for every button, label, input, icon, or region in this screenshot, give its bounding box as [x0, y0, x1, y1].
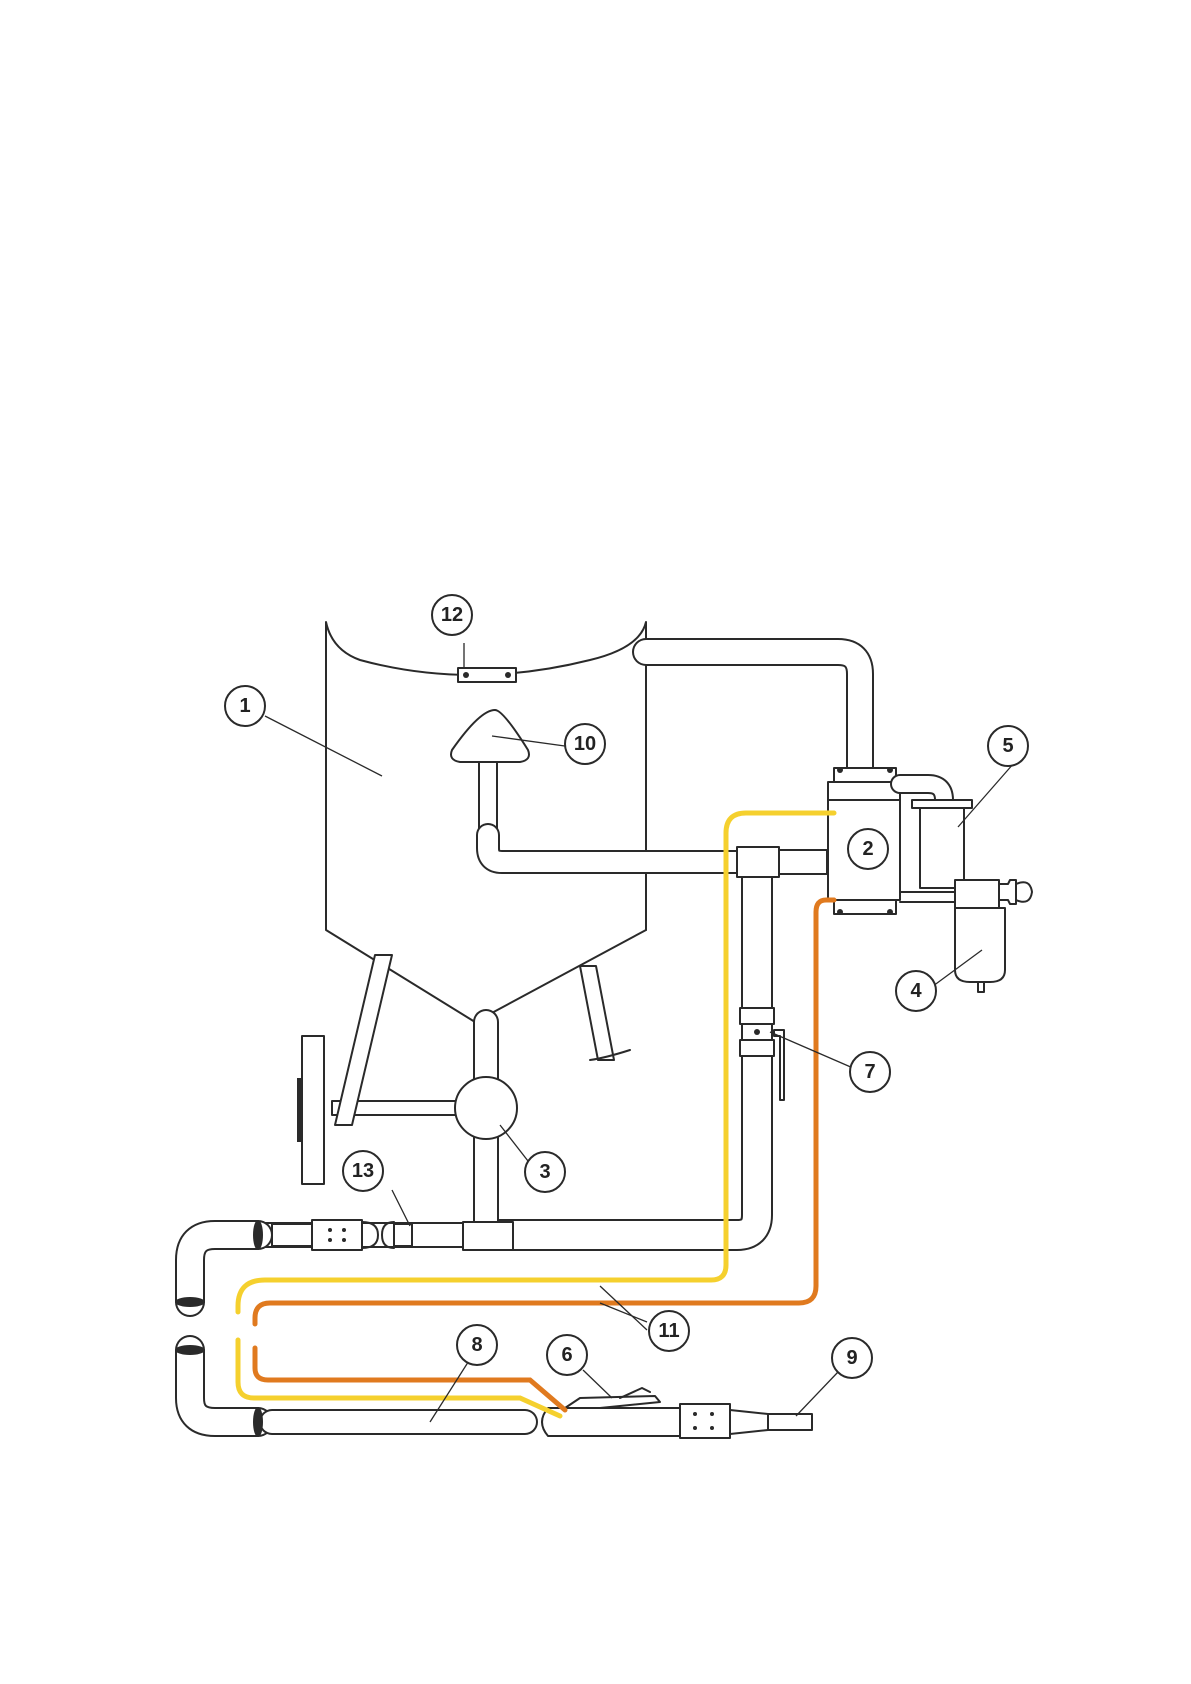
svg-text:3: 3: [539, 1161, 550, 1183]
svg-text:7: 7: [864, 1061, 875, 1083]
callout-11: 11: [649, 1311, 689, 1351]
svg-text:4: 4: [910, 980, 922, 1002]
callout-7: 7: [850, 1052, 890, 1092]
svg-text:13: 13: [352, 1160, 374, 1182]
svg-text:9: 9: [846, 1347, 857, 1369]
svg-text:11: 11: [658, 1320, 679, 1342]
callout-13: 13: [343, 1151, 383, 1191]
svg-text:12: 12: [441, 604, 463, 626]
air-supply-pipe: [646, 652, 860, 775]
wheel: [297, 1036, 324, 1184]
deadman-valve: [542, 1388, 680, 1436]
svg-text:6: 6: [561, 1344, 572, 1366]
callout-5: 5: [988, 726, 1028, 766]
callout-1: 1: [225, 686, 265, 726]
svg-text:5: 5: [1002, 735, 1013, 757]
blast-nozzle: [680, 1404, 812, 1438]
callout-12: 12: [432, 595, 472, 635]
svg-text:2: 2: [862, 838, 873, 860]
metering-valve: [455, 1077, 517, 1139]
mixing-tee: [463, 1222, 513, 1250]
air-filter-regulator: [955, 880, 1032, 992]
inspection-hatch: [458, 668, 516, 682]
svg-text:8: 8: [471, 1334, 482, 1356]
svg-text:10: 10: [574, 733, 596, 755]
callout-6: 6: [547, 1335, 587, 1375]
callout-4: 4: [896, 971, 936, 1011]
pipe-tee-upper: [737, 847, 779, 877]
svg-text:1: 1: [239, 695, 250, 717]
callout-8: 8: [457, 1325, 497, 1365]
callout-3: 3: [525, 1152, 565, 1192]
callout-10: 10: [565, 724, 605, 764]
callout-9: 9: [832, 1338, 872, 1378]
callout-2: 2: [848, 829, 888, 869]
